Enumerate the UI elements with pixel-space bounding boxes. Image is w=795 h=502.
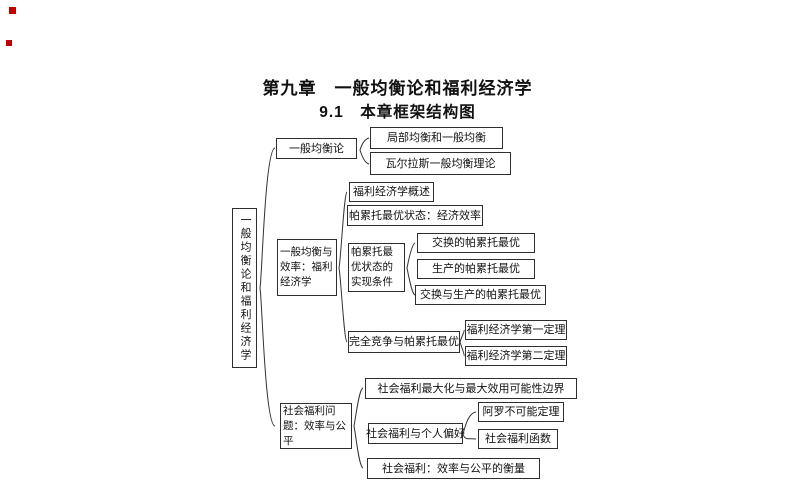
node-pareto-optimality-economic-efficiency: 帕累托最优状态：经济效率 <box>347 205 483 226</box>
node-general-equilibrium-theory: 一般均衡论 <box>276 138 357 159</box>
node-walras-general-equilibrium-theory: 瓦尔拉斯一般均衡理论 <box>370 152 511 175</box>
node-exchange-production-pareto-optimum: 交换与生产的帕累托最优 <box>415 285 546 305</box>
node-perfect-competition-pareto-optimum: 完全竞争与帕累托最优 <box>348 331 460 353</box>
node-first-welfare-theorem: 福利经济学第一定理 <box>465 320 567 340</box>
node-pareto-optimality-realization-conditions: 帕累托最优状态的实现条件 <box>348 243 405 292</box>
node-arrow-impossibility-theorem: 阿罗不可能定理 <box>478 402 564 422</box>
node-social-welfare-individual-preference: 社会福利与个人偏好 <box>366 423 465 444</box>
node-social-welfare-function: 社会福利函数 <box>478 429 558 449</box>
node-welfare-efficiency-equity-measure: 社会福利：效率与公平的衡量 <box>367 458 540 479</box>
node-partial-and-general-equilibrium: 局部均衡和一般均衡 <box>370 127 503 149</box>
node-second-welfare-theorem: 福利经济学第二定理 <box>465 346 567 366</box>
node-production-pareto-optimum: 生产的帕累托最优 <box>417 259 535 279</box>
red-corner-marker-top <box>9 7 16 14</box>
section-subtitle: 9.1 本章框架结构图 <box>319 104 476 121</box>
red-corner-marker-bottom <box>6 40 12 46</box>
node-root-chapter: 一般均衡论和福利经济学 <box>232 208 257 368</box>
node-exchange-pareto-optimum: 交换的帕累托最优 <box>417 233 535 253</box>
node-social-welfare-efficiency-equity: 社会福利问题：效率与公平 <box>280 403 352 449</box>
page-title: 第九章 一般均衡论和福利经济学 <box>262 79 533 98</box>
node-ge-efficiency-welfare-economics: 一般均衡与效率：福利经济学 <box>277 239 337 296</box>
node-welfare-economics-overview: 福利经济学概述 <box>349 182 434 202</box>
node-welfare-maximization-utility-possibility-frontier: 社会福利最大化与最大效用可能性边界 <box>365 378 577 399</box>
